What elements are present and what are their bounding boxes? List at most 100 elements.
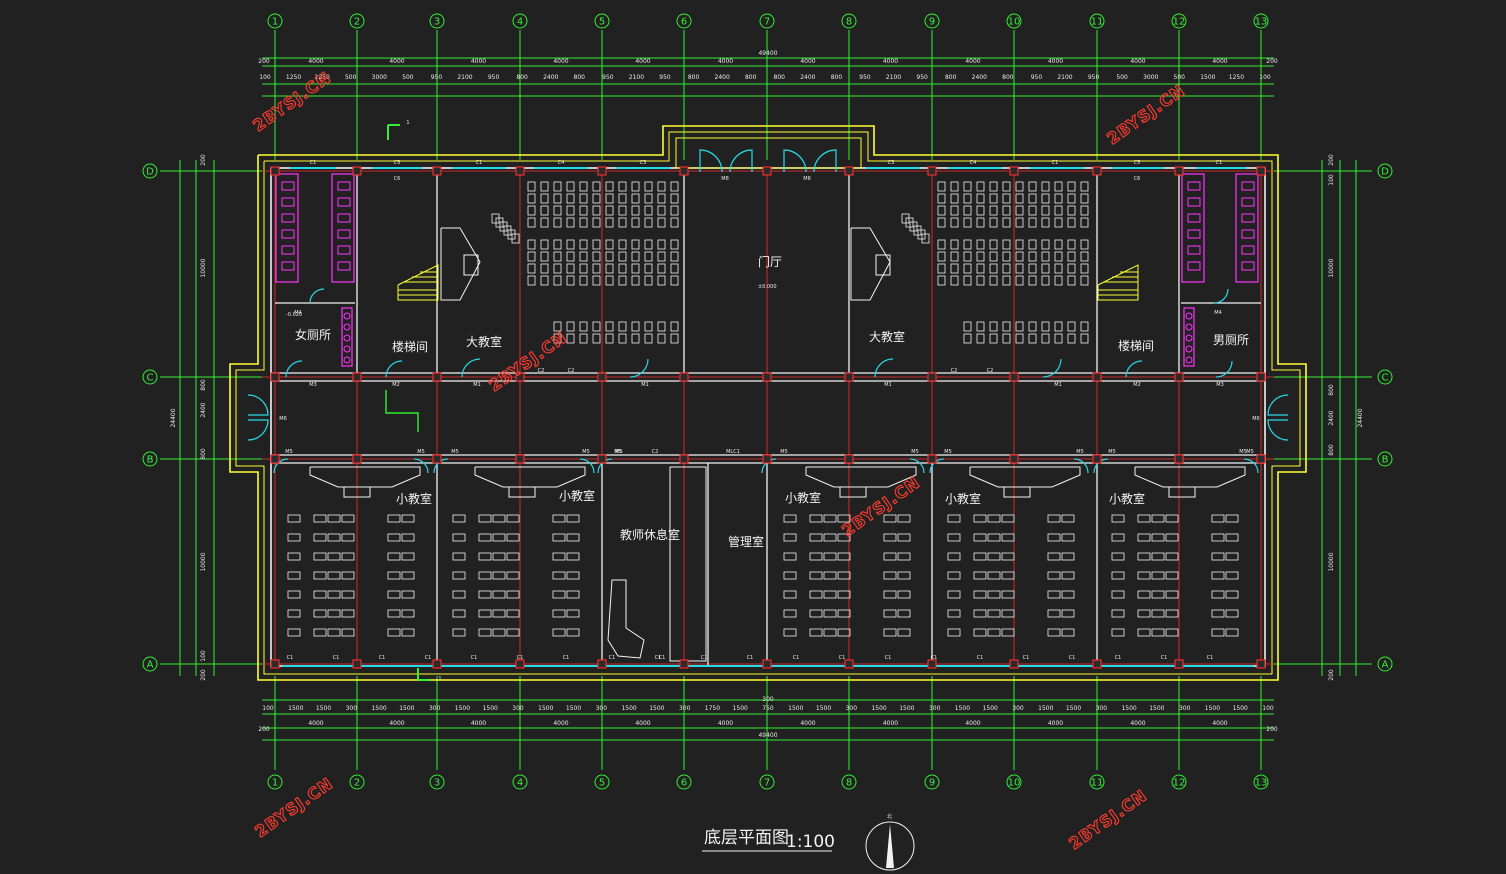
axis-bubble [1377, 656, 1393, 672]
desk [387, 552, 401, 561]
desk [579, 321, 588, 332]
desk [1054, 205, 1063, 216]
desk [1137, 533, 1151, 542]
desk [1111, 514, 1125, 523]
door-tag-toilet: M4 [1214, 310, 1222, 316]
desk [387, 571, 401, 580]
toilet-stall [281, 245, 295, 255]
desk [1028, 321, 1037, 332]
axis-bubble [841, 13, 857, 29]
desk [1041, 181, 1050, 192]
desk [973, 514, 987, 523]
desk [553, 333, 562, 344]
desk [478, 609, 492, 618]
desk [809, 533, 823, 542]
desk [605, 181, 614, 192]
toilet-stall [1241, 213, 1255, 223]
desk [823, 552, 837, 561]
dim-top-detail: 2100 [886, 74, 901, 81]
axis-bubble-label: C [147, 373, 154, 384]
dim-left-side: 800 [200, 448, 207, 460]
dim-top-detail: 800 [574, 74, 586, 81]
desk [947, 533, 961, 542]
window-tag-top: C1 [1052, 160, 1059, 166]
dim-bottom-detail: 300 [346, 705, 358, 712]
tag-misc: C6 [1134, 176, 1141, 182]
desk [1165, 628, 1179, 637]
desk [1002, 239, 1011, 250]
axis-bubble [429, 13, 445, 29]
desk [976, 181, 985, 192]
desk [566, 333, 575, 344]
desk [495, 217, 504, 228]
desk [950, 263, 959, 274]
dim-top-detail: 800 [745, 74, 757, 81]
toilet-stall [281, 229, 295, 239]
axis-bubble [142, 451, 158, 467]
desk [605, 263, 614, 274]
dim-top-detail: 950 [916, 74, 928, 81]
north-label: 北 [887, 813, 892, 820]
sink [1185, 323, 1193, 331]
sink [343, 323, 351, 331]
toilet-stall [1187, 229, 1201, 239]
desk [963, 239, 972, 250]
axis-bubble [1377, 451, 1393, 467]
desk [287, 590, 301, 599]
dim-top-detail: 1250 [286, 74, 301, 81]
dim-mid-800-right: 800 [1328, 444, 1335, 456]
desk [987, 609, 1001, 618]
desk [592, 239, 601, 250]
sink [1185, 345, 1193, 353]
axis-bubble [759, 13, 775, 29]
desk [1015, 251, 1024, 262]
desk [527, 251, 536, 262]
desk [823, 533, 837, 542]
room-small-classroom-1: 小教室 [396, 491, 432, 506]
dim-top-detail: 100 [1259, 74, 1271, 81]
axis-bubble-label: 9 [929, 778, 935, 789]
desk [327, 628, 341, 637]
dim-bottom-detail: 1750 [705, 705, 720, 712]
desk [837, 514, 851, 523]
desk [989, 193, 998, 204]
desk [327, 514, 341, 523]
dim-bottom-detail: 1500 [1149, 705, 1164, 712]
desk [1080, 217, 1089, 228]
axis-bubble-label: 5 [599, 778, 605, 789]
desk [901, 213, 910, 224]
desk [783, 609, 797, 618]
desk [1137, 552, 1151, 561]
column [762, 454, 772, 464]
desk [553, 205, 562, 216]
desk [1067, 251, 1076, 262]
desk [670, 263, 679, 274]
door-tag-lower: M5 [1108, 449, 1116, 455]
desk [527, 263, 536, 274]
desk [989, 333, 998, 344]
door-swing [1243, 458, 1259, 474]
desk [837, 609, 851, 618]
desk [618, 205, 627, 216]
dim-top-detail: 800 [945, 74, 957, 81]
sink [343, 312, 351, 320]
desk [631, 275, 640, 286]
dim-bay-top: 4000 [965, 58, 980, 65]
desk [492, 571, 506, 580]
desk [1151, 552, 1165, 561]
dim-left-total: 24400 [170, 408, 177, 427]
desk [1001, 533, 1015, 542]
desk [657, 193, 666, 204]
desk [492, 552, 506, 561]
desk [631, 217, 640, 228]
desk [579, 275, 588, 286]
axis-bubble-label: 10 [1008, 17, 1021, 28]
column [1092, 166, 1102, 176]
desk [327, 571, 341, 580]
stairs [397, 264, 1139, 301]
axis-bubble [267, 774, 283, 790]
door-swing [1073, 458, 1089, 474]
window-tag-top: C1 [1216, 160, 1223, 166]
dim-bottom-detail: 300 [846, 705, 858, 712]
column [844, 372, 854, 382]
